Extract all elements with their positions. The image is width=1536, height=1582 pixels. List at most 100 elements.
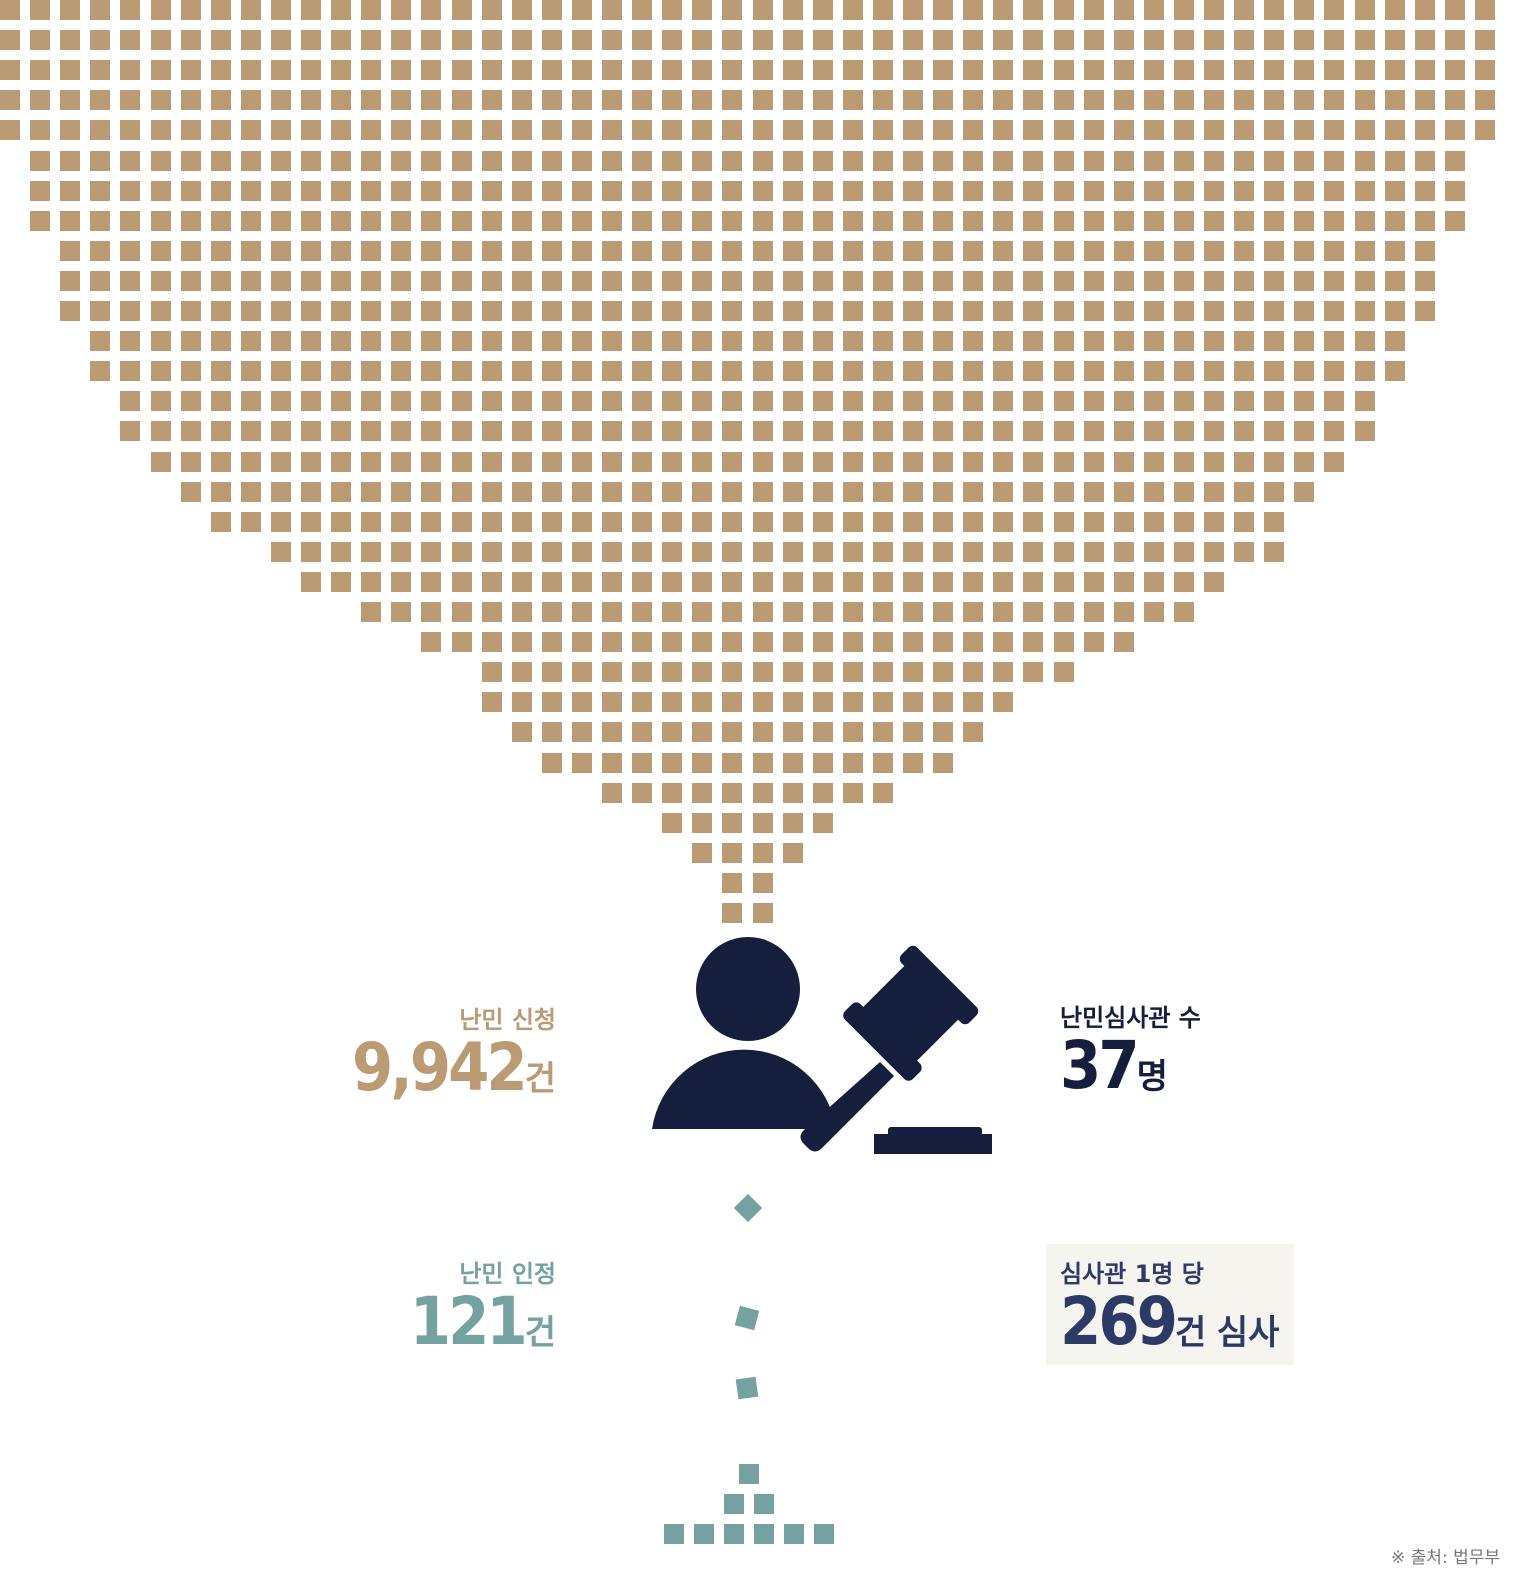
- application-square: [1354, 421, 1375, 442]
- application-square: [301, 30, 321, 51]
- application-square: [662, 421, 683, 442]
- recognized-square: [733, 1193, 763, 1223]
- application-square: [210, 180, 231, 201]
- application-square: [391, 541, 412, 562]
- applications-value: 9,942: [351, 1029, 528, 1106]
- application-square: [1294, 180, 1315, 201]
- application-square: [692, 240, 713, 261]
- application-square: [1083, 120, 1104, 141]
- application-square: [1173, 602, 1194, 622]
- application-square: [1053, 30, 1074, 51]
- application-square: [541, 120, 562, 141]
- application-square: [692, 180, 713, 201]
- application-square: [752, 451, 773, 472]
- application-square: [331, 541, 352, 562]
- application-square: [1384, 270, 1405, 291]
- application-square: [421, 30, 442, 51]
- application-square: [963, 511, 984, 532]
- application-square: [1083, 481, 1104, 502]
- application-square: [903, 240, 923, 261]
- application-square: [571, 301, 592, 321]
- application-square: [481, 481, 502, 502]
- application-square: [391, 240, 412, 261]
- application-square: [511, 301, 532, 321]
- application-square: [1234, 0, 1255, 20]
- application-square: [1444, 60, 1465, 81]
- application-square: [933, 301, 954, 321]
- application-square: [150, 361, 171, 382]
- application-square: [662, 180, 683, 201]
- application-square: [1324, 331, 1345, 352]
- recognized-square: [814, 1524, 834, 1544]
- application-square: [391, 120, 412, 141]
- application-square: [301, 451, 321, 472]
- application-square: [872, 30, 893, 51]
- application-square: [1143, 421, 1164, 442]
- application-square: [662, 812, 683, 833]
- application-square: [1324, 210, 1345, 231]
- application-square: [993, 602, 1014, 622]
- application-square: [90, 0, 111, 20]
- application-square: [541, 270, 562, 291]
- application-square: [451, 632, 472, 653]
- application-square: [872, 692, 893, 713]
- application-square: [1204, 180, 1224, 201]
- application-square: [933, 632, 954, 653]
- application-square: [1023, 421, 1044, 442]
- application-square: [541, 421, 562, 442]
- application-square: [782, 30, 803, 51]
- application-square: [963, 180, 984, 201]
- application-square: [421, 150, 442, 171]
- application-square: [782, 481, 803, 502]
- application-square: [240, 180, 261, 201]
- recognized-square: [664, 1524, 684, 1544]
- application-square: [872, 120, 893, 141]
- application-square: [1354, 240, 1375, 261]
- application-square: [1083, 541, 1104, 562]
- application-square: [511, 421, 532, 442]
- application-square: [150, 60, 171, 81]
- application-square: [903, 391, 923, 412]
- application-square: [1113, 150, 1134, 171]
- application-square: [872, 90, 893, 111]
- application-square: [331, 150, 352, 171]
- application-square: [1384, 180, 1405, 201]
- application-square: [662, 150, 683, 171]
- application-square: [30, 150, 51, 171]
- application-square: [722, 903, 743, 923]
- application-square: [1354, 391, 1375, 412]
- application-square: [662, 451, 683, 472]
- application-square: [812, 511, 833, 532]
- application-square: [812, 0, 833, 20]
- application-square: [1113, 270, 1134, 291]
- application-square: [722, 180, 743, 201]
- application-square: [60, 180, 81, 201]
- application-square: [150, 180, 171, 201]
- application-square: [632, 782, 653, 803]
- application-square: [511, 30, 532, 51]
- application-square: [812, 451, 833, 472]
- application-square: [722, 421, 743, 442]
- application-square: [511, 60, 532, 81]
- application-square: [872, 722, 893, 743]
- application-square: [1083, 60, 1104, 81]
- application-square: [421, 511, 442, 532]
- application-square: [782, 240, 803, 261]
- application-square: [541, 481, 562, 502]
- application-square: [1264, 180, 1285, 201]
- application-square: [1234, 361, 1255, 382]
- gavel-block-top-icon: [888, 1127, 982, 1139]
- application-square: [1083, 421, 1104, 442]
- application-square: [1143, 150, 1164, 171]
- application-square: [1113, 541, 1134, 562]
- application-square: [571, 421, 592, 442]
- application-square: [1234, 270, 1255, 291]
- application-square: [1324, 150, 1345, 171]
- application-square: [782, 150, 803, 171]
- application-square: [451, 210, 472, 231]
- application-square: [662, 240, 683, 261]
- application-square: [60, 150, 81, 171]
- application-square: [210, 451, 231, 472]
- application-square: [301, 240, 321, 261]
- application-square: [692, 481, 713, 502]
